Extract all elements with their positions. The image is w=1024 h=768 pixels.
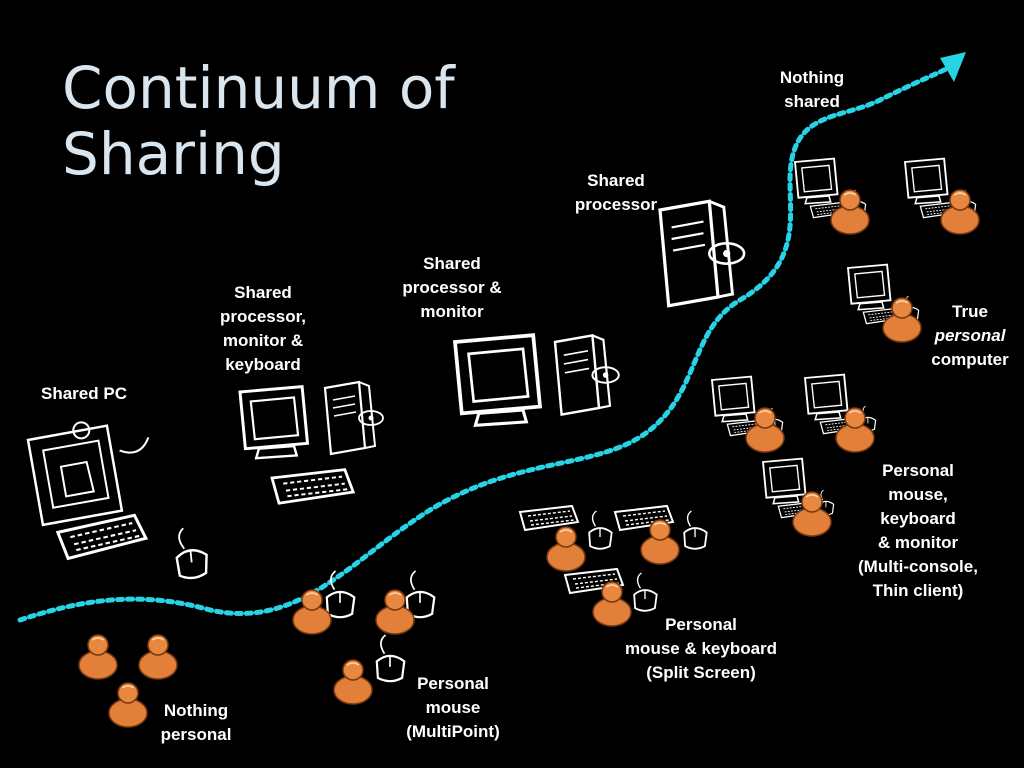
person-icon bbox=[882, 297, 922, 343]
person-icon bbox=[546, 526, 586, 572]
person-icon bbox=[292, 589, 332, 635]
label-shared-pc: Shared PC bbox=[41, 384, 127, 403]
person-icon bbox=[138, 634, 178, 680]
title-line-2: Sharing bbox=[62, 120, 285, 188]
person-icon bbox=[745, 407, 785, 453]
person-icon bbox=[333, 659, 373, 705]
person-icon bbox=[78, 634, 118, 680]
person-icon bbox=[108, 682, 148, 728]
person-icon bbox=[830, 189, 870, 235]
page-title: Continuum of Sharing bbox=[62, 55, 455, 187]
multi-console-group bbox=[712, 375, 876, 537]
person-icon bbox=[835, 407, 875, 453]
label-shared-processor-monitor: Shared processor & monitor bbox=[402, 254, 502, 321]
shared-monitor-processor-icon bbox=[453, 333, 621, 428]
title-line-1: Continuum of bbox=[62, 54, 455, 122]
label-shared-processor: Shared processor bbox=[574, 171, 658, 214]
label-personal-mouse-keyboard-monitor: Personal mouse, keyboard & monitor (Mult… bbox=[858, 461, 978, 600]
label-nothing-shared: Nothing shared bbox=[779, 68, 845, 111]
label-shared-processor-monitor-keyboard: Shared processor, monitor & keyboard bbox=[220, 283, 306, 374]
processor-tower-icon bbox=[658, 199, 746, 308]
split-screen-group bbox=[519, 505, 708, 627]
label-personal-mouse: Personal mouse (MultiPoint) bbox=[406, 674, 500, 741]
label-nothing-personal: Nothing personal bbox=[160, 701, 232, 744]
shared-workstation-icon bbox=[238, 380, 385, 505]
label-personal-mouse-keyboard: Personal mouse & keyboard (Split Screen) bbox=[624, 615, 778, 682]
person-icon bbox=[940, 189, 980, 235]
computer-icon bbox=[26, 421, 211, 581]
label-true-personal-computer: True personal computer bbox=[931, 302, 1009, 369]
path-arrowhead-icon bbox=[940, 52, 966, 82]
person-icon bbox=[792, 491, 832, 537]
dotted-path-arrow bbox=[17, 63, 955, 623]
